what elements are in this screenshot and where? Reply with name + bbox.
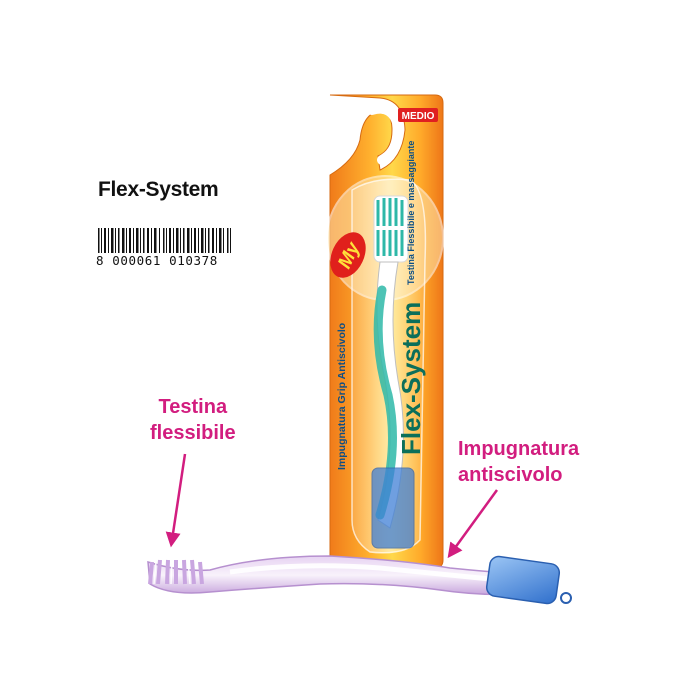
- arrow-head-icon: [165, 453, 187, 548]
- arrow-grip-icon: [447, 489, 499, 559]
- package-brand-vertical: Flex-System: [396, 302, 426, 455]
- barcode-icon: [98, 228, 231, 262]
- callout-head-line-2: flessibile: [150, 422, 236, 444]
- medio-badge: MEDIO: [398, 108, 438, 122]
- package-grip-text: Impugnatura Grip Antiscivolo: [336, 323, 348, 470]
- product-title: Flex-System: [98, 178, 219, 201]
- brand-logo: My: [330, 232, 366, 278]
- loose-toothbrush: [147, 555, 572, 605]
- callout-head: Testina flessibile: [150, 394, 236, 446]
- barcode-number: 8 000061 010378: [94, 253, 238, 269]
- callout-grip: Impugnatura antiscivolo: [458, 436, 579, 488]
- packaged-toothbrush: [371, 195, 415, 549]
- callout-head-line-1: Testina: [158, 396, 228, 418]
- callout-grip-line-2: antiscivolo: [458, 464, 563, 486]
- package-head-text: Testina Flessibile e massaggiante: [406, 141, 416, 285]
- badge-label: MEDIO: [402, 111, 435, 122]
- callout-grip-line-1: Impugnatura: [458, 438, 580, 460]
